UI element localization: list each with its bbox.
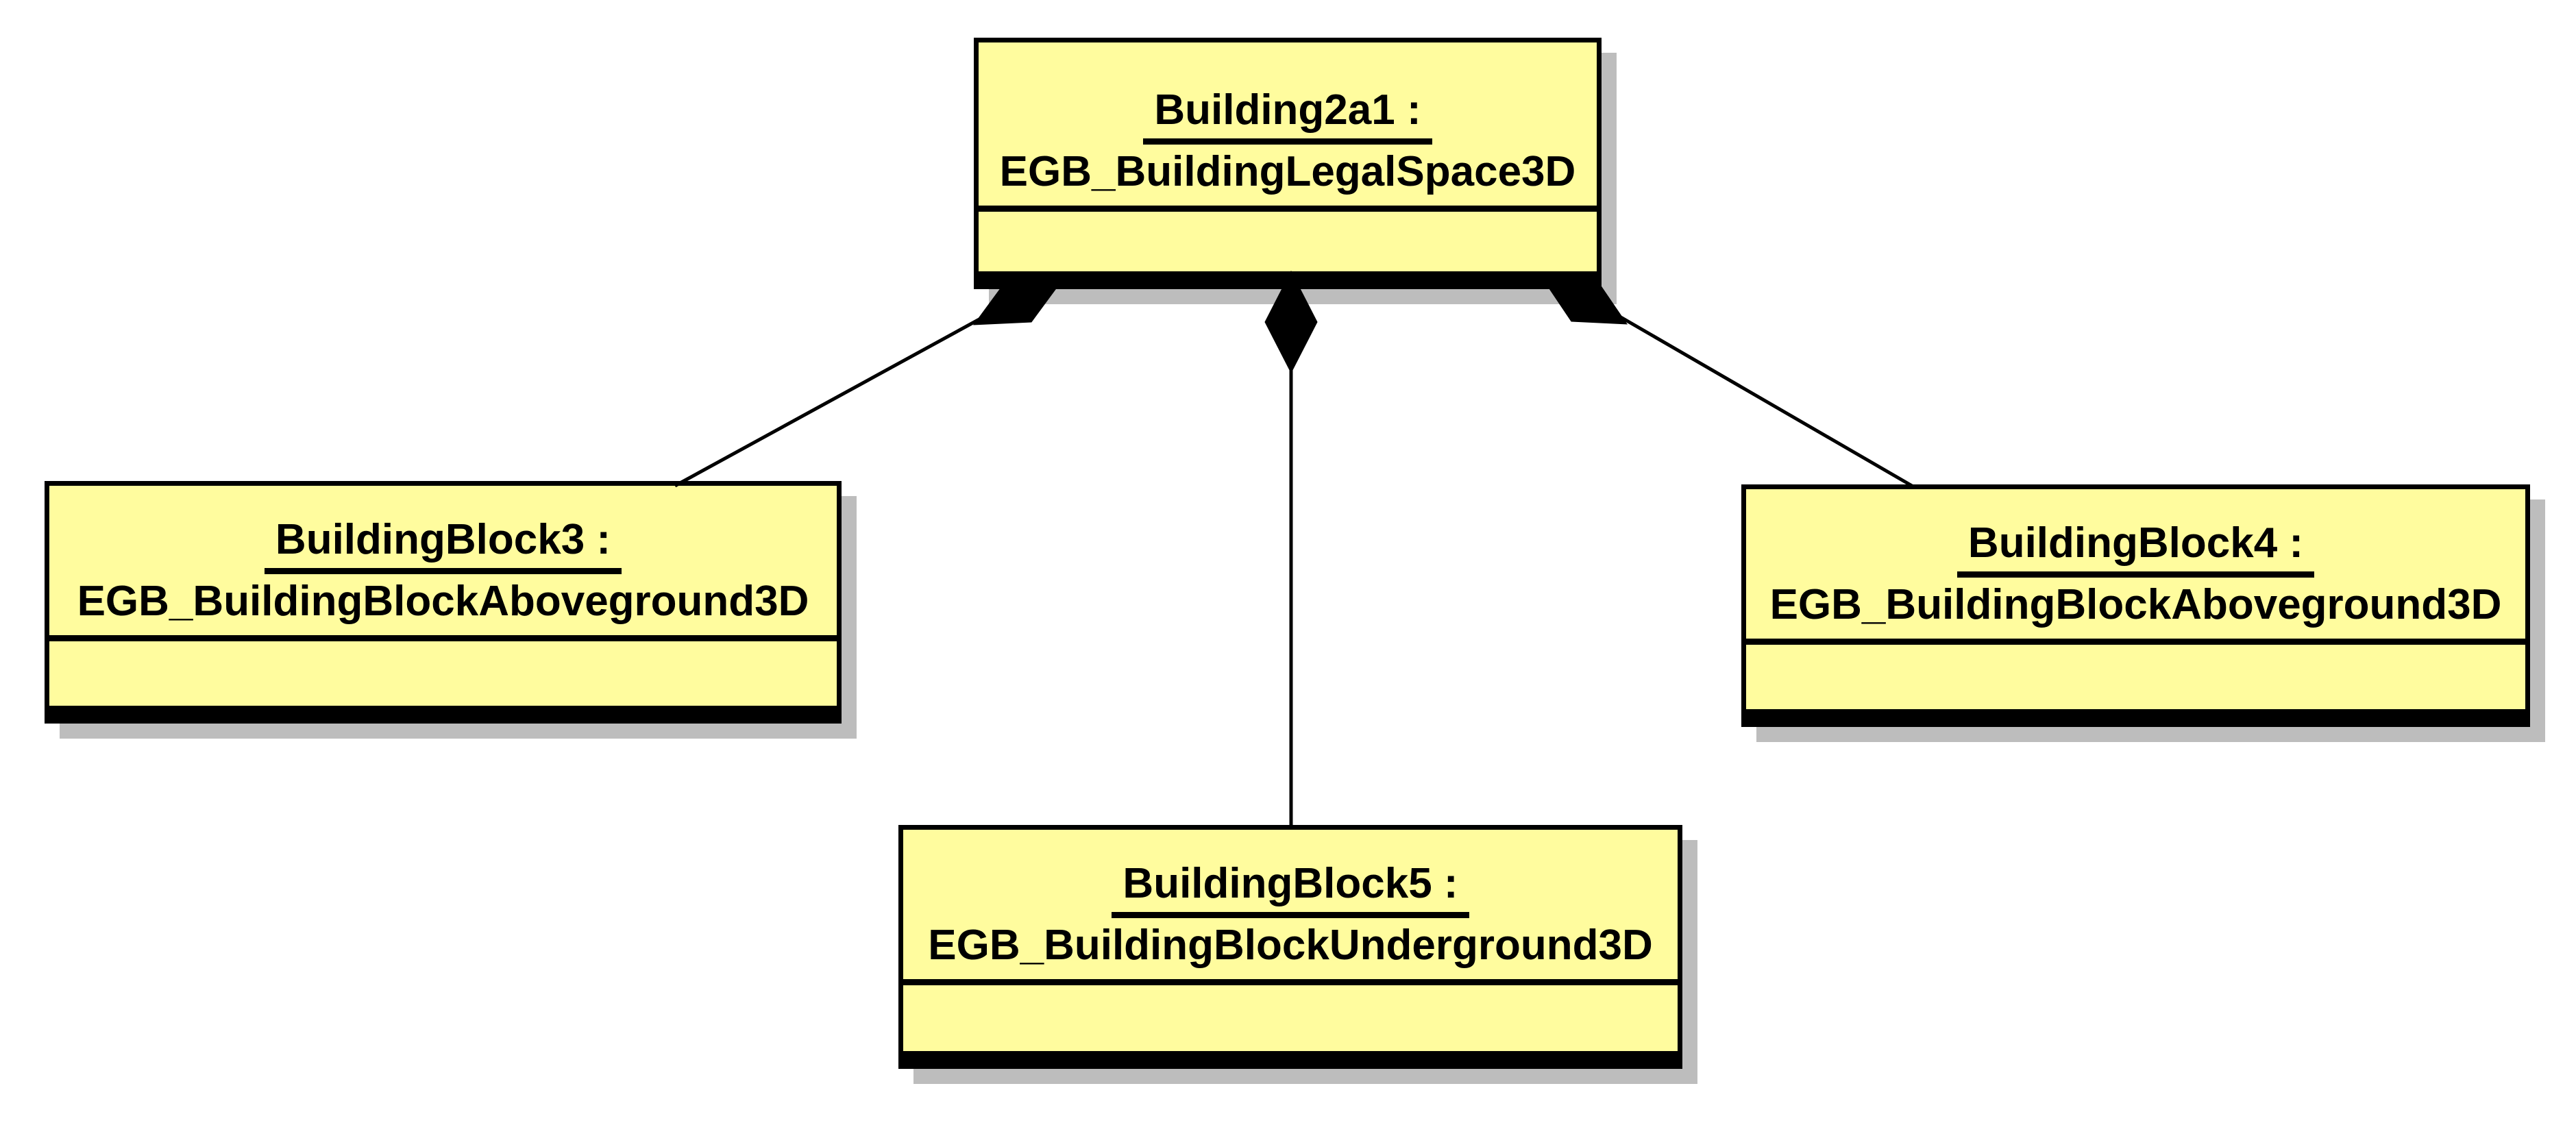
name-compartment: BuildingBlock3 : EGB_BuildingBlockAboveg…: [49, 486, 837, 635]
object-name: BuildingBlock5 :: [1112, 860, 1469, 918]
object-classifier: EGB_BuildingLegalSpace3D: [999, 147, 1576, 195]
object-name: BuildingBlock4 :: [1956, 519, 2315, 578]
object-name: Building2a1 :: [1143, 86, 1432, 145]
edge-line: [1616, 313, 1913, 488]
composition-edge-building2a1-buildingblock4[interactable]: [1540, 275, 1913, 488]
object-node-building2a1[interactable]: Building2a1 : EGB_BuildingLegalSpace3D: [974, 38, 1602, 289]
composition-edge-building2a1-buildingblock5[interactable]: [1264, 270, 1318, 828]
object-classifier: EGB_BuildingBlockAboveground3D: [77, 577, 809, 625]
name-compartment: BuildingBlock4 : EGB_BuildingBlockAboveg…: [1746, 489, 2525, 639]
empty-compartment: [1746, 639, 2525, 709]
empty-compartment: [903, 979, 1678, 1051]
object-name: BuildingBlock3 :: [264, 516, 622, 574]
object-node-buildingblock3[interactable]: BuildingBlock3 : EGB_BuildingBlockAboveg…: [45, 481, 842, 724]
object-classifier: EGB_BuildingBlockUnderground3D: [928, 921, 1653, 969]
composition-edge-building2a1-buildingblock3[interactable]: [674, 275, 1067, 488]
object-node-buildingblock4[interactable]: BuildingBlock4 : EGB_BuildingBlockAboveg…: [1741, 484, 2530, 727]
edge-line: [674, 313, 988, 488]
name-compartment: Building2a1 : EGB_BuildingLegalSpace3D: [979, 42, 1597, 206]
empty-compartment: [979, 206, 1597, 271]
object-node-buildingblock5[interactable]: BuildingBlock5 : EGB_BuildingBlockUnderg…: [898, 825, 1682, 1069]
name-compartment: BuildingBlock5 : EGB_BuildingBlockUnderg…: [903, 830, 1678, 979]
object-classifier: EGB_BuildingBlockAboveground3D: [1769, 580, 2502, 628]
empty-compartment: [49, 635, 837, 706]
